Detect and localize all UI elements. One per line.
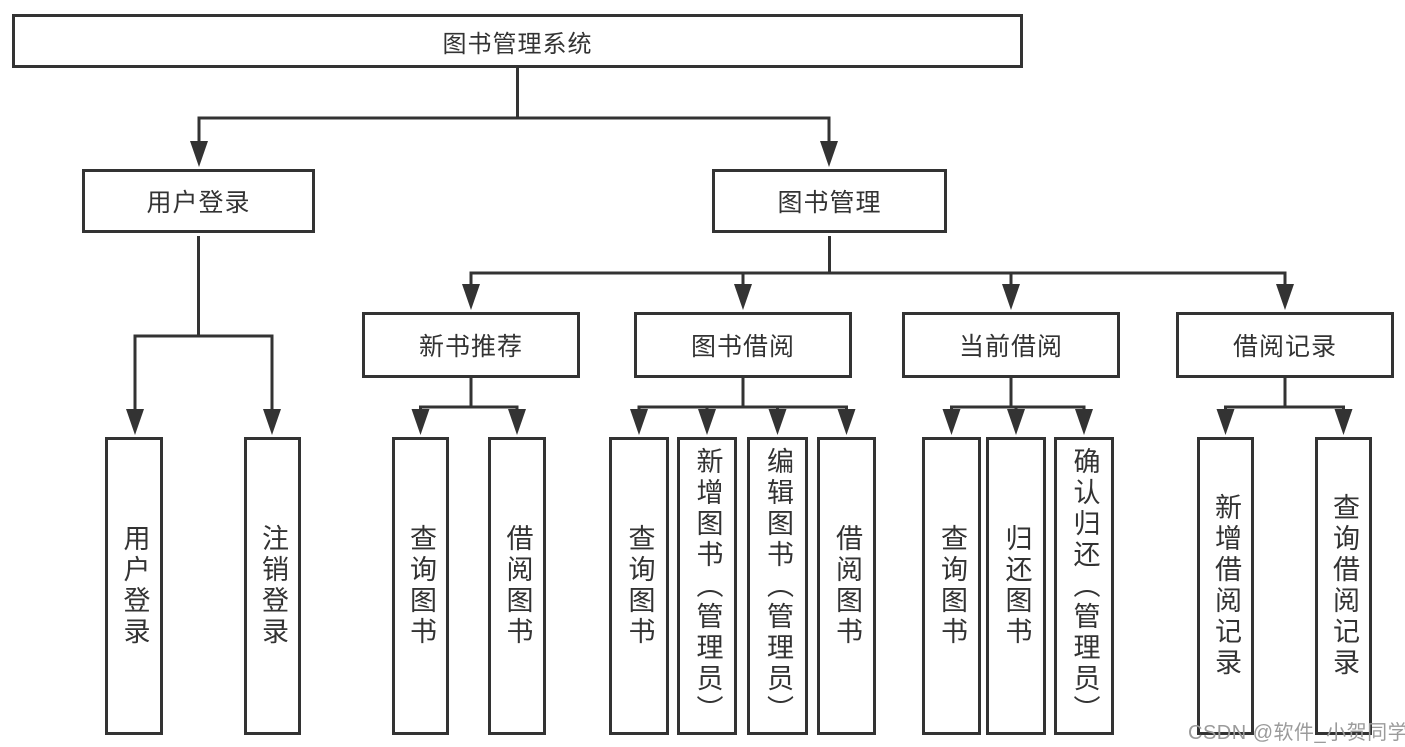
connector-borrowrecords-to-leaves <box>1224 378 1345 412</box>
node-book-borrow-label: 图书借阅 <box>690 333 795 361</box>
leaf-nbr-borrow-books-label: 借阅图书 <box>502 524 533 648</box>
leaf-br-query-record-label: 查询借阅记录 <box>1329 493 1359 679</box>
arrowhead-icon <box>1334 409 1353 435</box>
arrowhead-icon <box>1007 409 1025 435</box>
leaf-bb-add-book-admin-label: 新增图书（管理员） <box>692 446 723 726</box>
arrowhead-icon <box>508 409 526 435</box>
connector-root-to-level2 <box>197 68 831 145</box>
connector-bookborrow-to-leaves <box>637 378 848 412</box>
leaf-bb-query-books: 查询图书 <box>609 437 669 735</box>
leaf-br-query-record: 查询借阅记录 <box>1315 437 1372 735</box>
leaf-bb-edit-book-admin: 编辑图书（管理员） <box>747 437 808 735</box>
arrowhead-icon <box>734 284 752 310</box>
leaf-user-login-label: 用户登录 <box>119 524 150 648</box>
leaf-cb-confirm-return-admin: 确认归还（管理员） <box>1054 437 1114 735</box>
connector-currentborrow-to-leaves <box>950 378 1086 412</box>
leaf-nbr-query-books: 查询图书 <box>392 437 449 735</box>
node-borrow-records-label: 借阅记录 <box>1232 333 1337 361</box>
leaf-cb-return-books-label: 归还图书 <box>1001 524 1032 648</box>
arrowhead-icon <box>1002 284 1020 310</box>
leaf-cb-query-books-label: 查询图书 <box>937 524 967 648</box>
node-book-borrow: 图书借阅 <box>634 312 852 378</box>
arrowhead-icon <box>190 141 208 167</box>
node-user-login: 用户登录 <box>82 169 315 233</box>
arrowhead-icon <box>630 409 648 435</box>
leaf-br-add-record-label: 新增借阅记录 <box>1211 493 1241 679</box>
node-current-borrow: 当前借阅 <box>902 312 1120 378</box>
leaf-br-add-record: 新增借阅记录 <box>1197 437 1254 735</box>
leaf-cb-confirm-return-admin-label: 确认归还（管理员） <box>1069 446 1100 726</box>
node-current-borrow-label: 当前借阅 <box>958 333 1063 361</box>
node-root-label: 图书管理系统 <box>442 30 593 58</box>
node-root: 图书管理系统 <box>12 14 1023 68</box>
node-book-management-label: 图书管理 <box>777 189 882 217</box>
node-new-book-recommend-label: 新书推荐 <box>418 333 523 361</box>
connector-userlogin-to-leaves <box>133 236 274 410</box>
arrowhead-icon <box>1216 409 1235 435</box>
arrowhead-icon <box>411 409 430 435</box>
node-new-book-recommend: 新书推荐 <box>362 312 580 378</box>
arrowhead-icon <box>768 409 787 435</box>
node-borrow-records: 借阅记录 <box>1176 312 1394 378</box>
leaf-bb-edit-book-admin-label: 编辑图书（管理员） <box>763 446 793 726</box>
leaf-nbr-borrow-books: 借阅图书 <box>488 437 546 735</box>
connector-bookmgmt-to-level3 <box>469 236 1287 288</box>
arrowhead-icon <box>462 284 480 310</box>
connector-newbook-to-leaves <box>419 378 519 412</box>
arrowhead-icon <box>837 409 856 435</box>
node-user-login-label: 用户登录 <box>146 189 251 217</box>
arrowhead-icon <box>942 409 961 435</box>
leaf-cb-return-books: 归还图书 <box>986 437 1046 735</box>
arrowhead-icon <box>820 141 838 167</box>
arrowhead-icon <box>126 409 144 435</box>
arrowhead-icon <box>1075 409 1093 435</box>
leaf-bb-borrow-books-label: 借阅图书 <box>832 524 862 648</box>
node-book-management: 图书管理 <box>712 169 947 233</box>
arrowhead-icon <box>1276 284 1294 310</box>
arrowhead-icon <box>263 409 281 435</box>
leaf-cb-query-books: 查询图书 <box>922 437 981 735</box>
arrowhead-icon <box>698 409 716 435</box>
leaf-logout: 注销登录 <box>244 437 301 735</box>
leaf-logout-label: 注销登录 <box>258 524 288 648</box>
leaf-bb-borrow-books: 借阅图书 <box>817 437 876 735</box>
watermark: CSDN @软件_小贺同学 <box>1188 722 1405 744</box>
leaf-bb-add-book-admin: 新增图书（管理员） <box>677 437 737 735</box>
leaf-user-login: 用户登录 <box>105 437 163 735</box>
leaf-nbr-query-books-label: 查询图书 <box>406 524 436 648</box>
leaf-bb-query-books-label: 查询图书 <box>624 524 655 648</box>
